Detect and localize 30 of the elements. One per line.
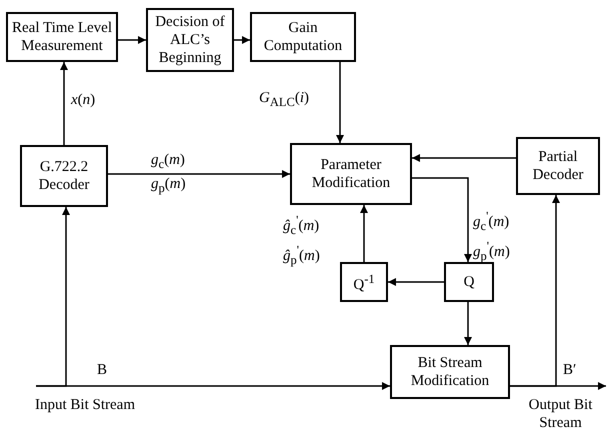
edge-label: ĝ$_{c}$$^{'}$(m) ĝ$_{p}$$^{'}$(m) (282, 212, 321, 269)
process-box: Real Time Level Measurement (6, 12, 118, 62)
arrow (60, 62, 68, 145)
arrow (118, 36, 146, 44)
edge-label: B (96, 361, 108, 380)
edge-label: B′ (562, 361, 578, 380)
arrow (36, 382, 390, 390)
edge-label: g$_{c}$$^{'}$(m) g$_{p}$$^{'}$(m) (472, 208, 511, 265)
arrow (464, 302, 472, 345)
arrow (412, 177, 472, 262)
edge-label: g$_{c}$(m) g$_{p}$(m) (150, 151, 187, 197)
arrow (360, 205, 368, 262)
process-box: Bit Stream Modification (390, 345, 510, 399)
process-box: Parameter Modification (290, 143, 412, 205)
process-box: G.722.2 Decoder (20, 145, 108, 207)
process-box: Decision of ALC’s Beginning (146, 8, 234, 72)
arrow (234, 36, 250, 44)
arrow (336, 62, 344, 143)
process-box: Q (444, 262, 494, 302)
io-label: Output Bit Stream (513, 386, 608, 432)
arrow (412, 154, 516, 162)
arrow (510, 195, 560, 387)
edge-label: x(n) (70, 91, 96, 110)
process-box: Gain Computation (250, 12, 356, 62)
arrow (108, 170, 290, 178)
edge-label: G$_{ALC}$(i) (258, 89, 310, 111)
io-label: Input Bit Stream (20, 386, 150, 414)
process-box: Q$^{-1}$ (340, 262, 388, 302)
arrow (388, 278, 444, 286)
process-box: Partial Decoder (516, 137, 600, 195)
